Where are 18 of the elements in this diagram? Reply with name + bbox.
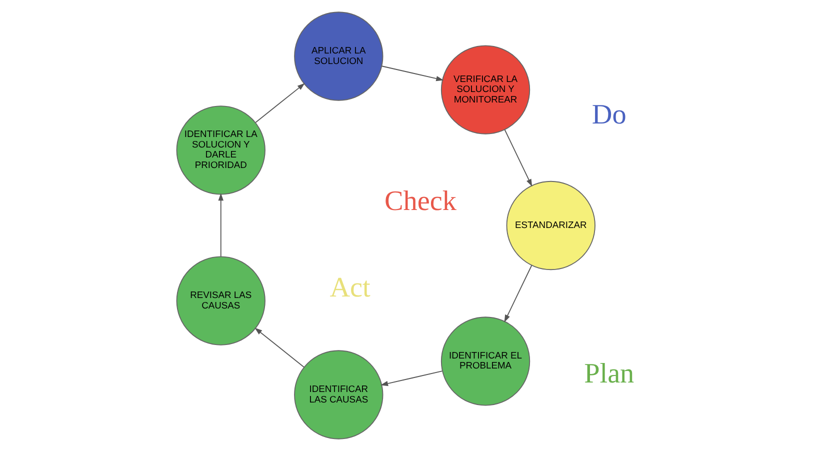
arrow xyxy=(504,129,532,187)
node-circle: IDENTIFICAR LAS CAUSAS xyxy=(294,350,383,440)
arrow xyxy=(380,370,442,386)
node-circle: IDENTIFICAR LA SOLUCION Y DARLE PRIORIDAD xyxy=(176,106,265,195)
arrow xyxy=(254,83,304,123)
arrow xyxy=(218,193,223,257)
node-circle: ESTANDARIZAR xyxy=(506,180,595,270)
label: Plan xyxy=(584,358,634,390)
label: Act xyxy=(329,272,370,304)
arrow xyxy=(254,328,304,368)
node-circle: APLICAR LA SOLUCION xyxy=(294,12,383,101)
arrow xyxy=(504,265,532,322)
label: Check xyxy=(384,186,456,218)
node-circle: VERIFICAR LA SOLUCION Y MONITOREAR xyxy=(440,45,530,134)
label: Do xyxy=(591,100,626,131)
arrow xyxy=(380,66,444,82)
node-circle: REVISAR LAS CAUSAS xyxy=(176,256,265,346)
node-circle: IDENTIFICAR EL PROBLEMA xyxy=(440,316,530,406)
